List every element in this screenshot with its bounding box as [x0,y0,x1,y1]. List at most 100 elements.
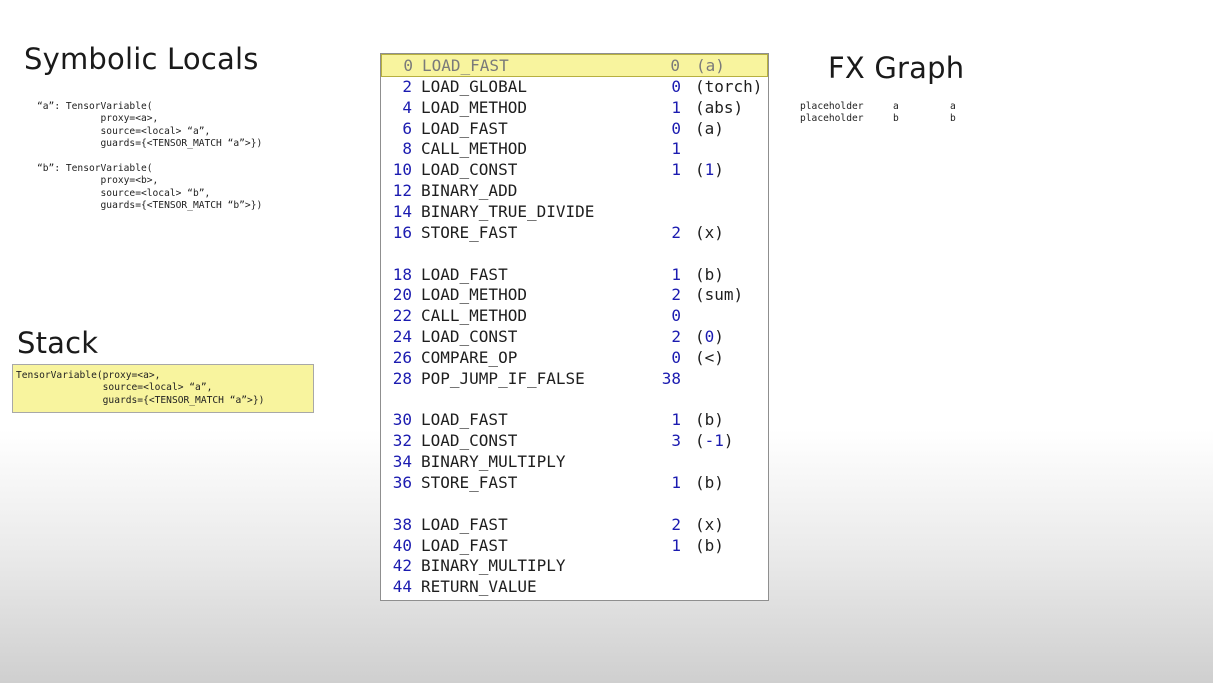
fx-graph-table: placeholder a a placeholder b b [800,101,956,126]
instruction-argrepr: (0) [695,327,724,347]
fx-node-target: a [950,101,956,112]
instruction-argrepr: (x) [695,222,724,242]
bytecode-instruction: 42 BINARY_MULTIPLY [381,555,768,576]
instruction-offset: 8 [402,139,412,159]
bytecode-instruction: 40 LOAD_FAST 1 (b) [381,535,768,556]
instruction-argrepr: (b) [695,473,724,492]
instruction-offset: 10 [392,160,412,180]
instruction-argrepr: (x) [695,514,724,534]
instruction-offset: 2 [402,76,412,96]
stack-heading: Stack [17,326,99,360]
instruction-offset: 40 [392,535,412,555]
instruction-opname: LOAD_METHOD [421,285,527,305]
instruction-offset: 4 [402,97,412,117]
instruction-opname: CALL_METHOD [421,139,527,159]
instruction-opname: LOAD_GLOBAL [421,76,527,96]
instruction-offset: 26 [392,347,412,367]
instruction-arg: 0 [671,306,681,326]
bytecode-instruction: 32 LOAD_CONST 3 (-1) [381,430,768,451]
fx-node-op: placeholder [800,113,864,125]
instruction-arg: 1 [671,160,681,180]
bytecode-instruction: 8 CALL_METHOD 1 [381,138,768,159]
instruction-argrepr: (a) [696,56,725,75]
instruction-offset: 38 [392,514,412,534]
instruction-offset: 20 [392,285,412,305]
instruction-opname: LOAD_FAST [421,514,508,534]
instruction-arg: 0 [670,56,680,75]
bytecode-instruction: 26 COMPARE_OP 0 (<) [381,347,768,368]
instruction-opname: STORE_FAST [421,473,518,492]
instruction-arg: 0 [671,118,681,138]
instruction-offset: 32 [392,431,412,451]
instruction-arg: 1 [671,139,681,159]
instruction-offset: 18 [392,264,412,284]
instruction-argrepr: (b) [695,410,724,430]
instruction-arg: 1 [671,535,681,555]
symbolic-local-a: “a”: TensorVariable( proxy=<a>, source=<… [37,101,263,150]
instruction-arg: 3 [671,431,681,451]
bytecode-instruction: 2 LOAD_GLOBAL 0 (torch) [381,76,768,97]
instruction-argrepr: (torch) [695,76,763,96]
instruction-opname: BINARY_ADD [421,181,518,201]
instruction-offset: 30 [392,410,412,430]
instruction-opname: COMPARE_OP [421,347,518,367]
instruction-offset: 22 [392,306,412,326]
instruction-argrepr: (<) [695,347,724,367]
instruction-arg: 1 [671,264,681,284]
instruction-arg: 2 [671,222,681,242]
instruction-opname: BINARY_TRUE_DIVIDE [421,201,595,221]
instruction-argrepr: (b) [695,535,724,555]
symbolic-local-b: “b”: TensorVariable( proxy=<b>, source=<… [37,163,263,212]
bytecode-instruction: 16 STORE_FAST 2 (x) [381,222,768,243]
instruction-arg: 1 [671,97,681,117]
bytecode-instruction: 38 LOAD_FAST 2 (x) [381,514,768,535]
instruction-arg: 0 [671,347,681,367]
instruction-opname: LOAD_CONST [421,431,518,451]
instruction-offset: 16 [392,222,412,242]
fx-graph-node: placeholder a a [800,101,956,113]
instruction-opname: BINARY_MULTIPLY [421,452,566,472]
symbolic-locals-heading: Symbolic Locals [24,42,259,76]
instruction-argrepr: (1) [695,160,724,180]
stack-entry: TensorVariable(proxy=<a>, source=<local>… [16,370,265,406]
instruction-argrepr: (-1) [695,431,734,451]
instruction-arg: 0 [671,76,681,96]
bytecode-instruction: 0 LOAD_FAST 0 (a) [381,54,768,77]
bytecode-instruction: 34 BINARY_MULTIPLY [381,451,768,472]
instruction-arg: 2 [671,327,681,347]
instruction-offset: 6 [402,118,412,138]
instruction-opname: LOAD_FAST [422,56,509,75]
instruction-opname: STORE_FAST [421,222,518,242]
instruction-offset: 0 [403,56,413,75]
instruction-argrepr: (sum) [695,285,744,305]
bytecode-instruction: 14 BINARY_TRUE_DIVIDE [381,201,768,222]
stack-box: TensorVariable(proxy=<a>, source=<local>… [12,364,314,413]
instruction-offset: 34 [392,452,412,472]
instruction-opname: LOAD_CONST [421,327,518,347]
instruction-opname: CALL_METHOD [421,306,527,326]
bytecode-instruction: 22 CALL_METHOD 0 [381,305,768,326]
instruction-opname: BINARY_MULTIPLY [421,556,566,576]
fx-node-op: placeholder [800,101,864,112]
instruction-opname: LOAD_FAST [421,118,508,138]
instruction-opname: LOAD_FAST [421,535,508,555]
instruction-offset: 42 [392,556,412,576]
instruction-arg: 1 [671,410,681,430]
fx-node-name: a [893,101,899,112]
instruction-offset: 14 [392,201,412,221]
instruction-arg: 2 [671,514,681,534]
instruction-arg: 2 [671,285,681,305]
bytecode-instruction: 20 LOAD_METHOD 2 (sum) [381,284,768,305]
instruction-offset: 44 [392,577,412,597]
instruction-offset: 36 [392,473,412,492]
fx-graph-heading: FX Graph [828,51,965,85]
instruction-offset: 28 [392,368,412,388]
